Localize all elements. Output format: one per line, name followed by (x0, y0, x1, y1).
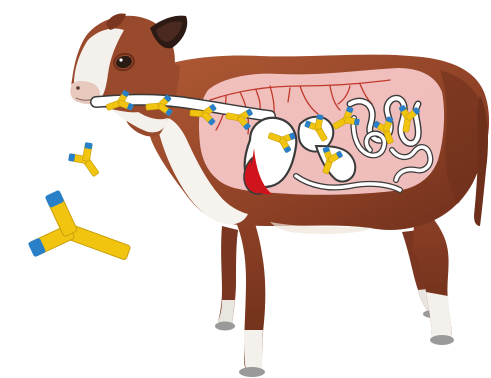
calf-legs (215, 200, 454, 377)
antibodies-outside (24, 139, 141, 287)
y-shaped-antibody-icon (65, 139, 108, 183)
large-antibody-icon (24, 186, 141, 287)
